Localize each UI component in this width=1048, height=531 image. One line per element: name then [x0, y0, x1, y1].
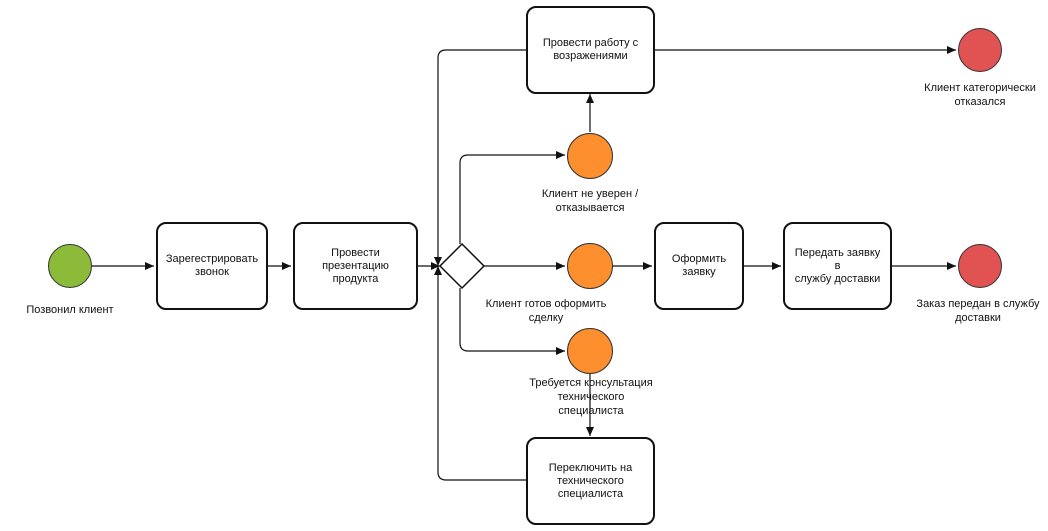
task-handle-objections: Провести работу с возражениями	[526, 6, 655, 94]
task-make-order-label: Оформить заявку	[671, 253, 727, 278]
flow-gateway-to-consult	[459, 288, 565, 355]
task-switch-to-specialist-label: Переключить на технического специалиста	[548, 461, 633, 500]
task-register-call-label: Зарегестрировать звонок	[165, 253, 259, 278]
task-send-to-delivery: Передать заявку в службу доставки	[783, 222, 892, 310]
task-present-product-label: Провести презентацию продукта	[322, 246, 389, 285]
task-handle-objections-label: Провести работу с возражениями	[542, 37, 639, 62]
task-switch-to-specialist: Переключить на технического специалиста	[526, 437, 655, 525]
task-make-order: Оформить заявку	[654, 222, 744, 310]
intermediate-event-ready-label: Клиент готов оформить сделку	[485, 298, 607, 324]
intermediate-event-unsure	[567, 133, 613, 179]
end-event-delivered-label: Заказ передан в службу доставки	[916, 298, 1040, 324]
start-event	[48, 244, 92, 288]
end-event-delivered	[958, 244, 1002, 288]
flow-objections-back-to-gateway	[434, 49, 526, 266]
task-send-to-delivery-label: Передать заявку в службу доставки	[794, 246, 881, 285]
end-event-refused-label: Клиент категорически отказался	[924, 82, 1036, 108]
task-register-call: Зарегестрировать звонок	[156, 222, 268, 310]
intermediate-event-consult	[567, 328, 613, 374]
start-event-label: Позвонил клиент	[26, 304, 114, 316]
intermediate-event-consult-label: Требуется консультация технического спец…	[529, 377, 653, 417]
exclusive-gateway	[438, 242, 486, 290]
task-present-product: Провести презентацию продукта	[293, 222, 418, 310]
intermediate-event-unsure-label: Клиент не уверен / отказывается	[541, 188, 639, 214]
flow-switch-back-to-gateway	[434, 266, 526, 481]
end-event-refused	[958, 28, 1002, 72]
intermediate-event-ready	[567, 243, 613, 289]
flow-gateway-to-unsure	[459, 151, 565, 244]
